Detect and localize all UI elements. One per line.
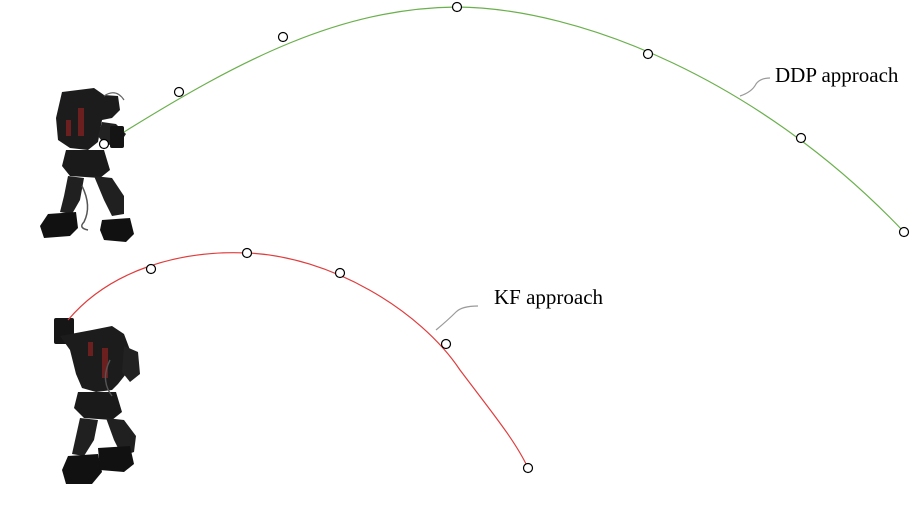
- kf-marker: [334, 267, 346, 279]
- robot-bottom-image: [54, 318, 140, 484]
- ddp-marker: [795, 132, 807, 144]
- kf-trajectory-markers: [145, 247, 534, 474]
- kf-approach-label: KF approach: [494, 285, 604, 309]
- kf-marker: [145, 263, 157, 275]
- kf-marker: [241, 247, 253, 259]
- ddp-approach-label: DDP approach: [775, 63, 899, 87]
- ddp-leader-line: [739, 77, 771, 97]
- robot-top-image: [40, 88, 134, 242]
- ddp-marker: [98, 138, 110, 150]
- ddp-marker: [642, 48, 654, 60]
- kf-leader-line: [435, 305, 479, 331]
- kf-marker: [522, 462, 534, 474]
- ddp-marker: [277, 31, 289, 43]
- ddp-trajectory-markers: [98, 1, 910, 238]
- ddp-marker: [451, 1, 463, 13]
- ddp-trajectory-curve: [123, 6, 905, 233]
- ddp-marker: [898, 226, 910, 238]
- kf-marker: [440, 338, 452, 350]
- ddp-marker: [173, 86, 185, 98]
